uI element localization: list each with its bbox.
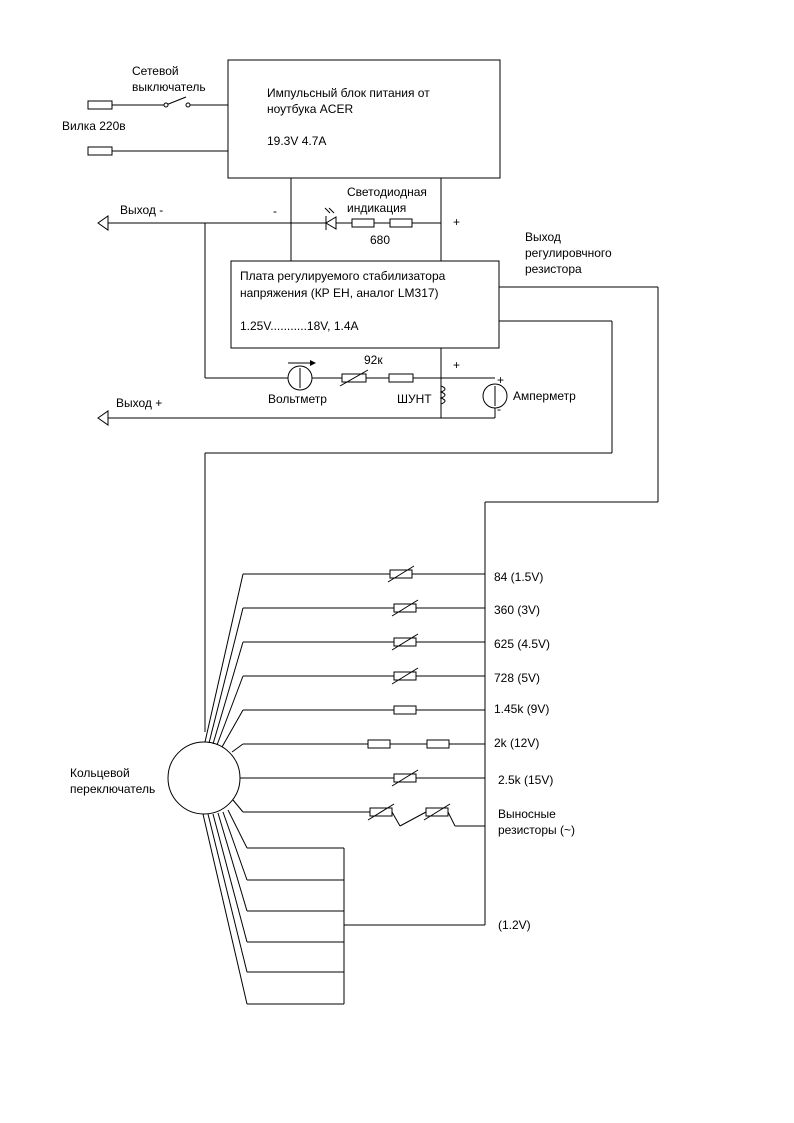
- output-minus-arrow: [97, 215, 109, 231]
- regulator-plus: +: [453, 358, 460, 372]
- psu-title-1: Импульсный блок питания от: [267, 86, 430, 100]
- position-label: 1.45k (9V): [494, 702, 549, 716]
- position-label: Выносные: [498, 807, 556, 821]
- output-plus-label: Выход +: [116, 396, 162, 410]
- regulator-range: 1.25V...........18V, 1.4A: [240, 319, 359, 333]
- ring-switch-label-2: переключатель: [70, 782, 155, 796]
- position-label: 360 (3V): [494, 603, 540, 617]
- regulator-board: [230, 260, 500, 349]
- psu-rating: 19.3V 4.7A: [267, 134, 326, 148]
- shunt-coil-icon: [439, 385, 446, 405]
- adjust-label-3: резистора: [525, 262, 582, 276]
- position-label: 728 (5V): [494, 671, 540, 685]
- position-label: 2k (12V): [494, 736, 539, 750]
- switch-label-1: Сетевой: [132, 64, 179, 78]
- ammeter-minus: -: [497, 402, 501, 416]
- led-resistor-label: 680: [370, 233, 390, 247]
- position-label: резисторы (~): [498, 823, 575, 837]
- regulator-title-2: напряжения (КР ЕН, аналог LM317): [240, 286, 439, 300]
- led-diode-icon: [325, 216, 337, 230]
- ring-switch-icon: [167, 741, 241, 815]
- led-resistor-2: [389, 218, 413, 228]
- adjust-label-1: Выход: [525, 230, 561, 244]
- led-minus: -: [273, 204, 277, 218]
- output-plus-arrow: [97, 410, 109, 426]
- switch-label-2: выключатель: [132, 80, 206, 94]
- plug-label: Вилка 220в: [62, 119, 126, 133]
- regulator-title-1: Плата регулируемого стабилизатора: [240, 269, 446, 283]
- led-label-1: Светодиодная: [347, 185, 427, 199]
- position-label: 2.5k (15V): [498, 773, 553, 787]
- ammeter-plus: +: [497, 373, 504, 387]
- power-supply-block: [227, 59, 501, 179]
- plug-pin-top: [87, 100, 113, 110]
- mains-switch-contact: [165, 96, 187, 106]
- position-label: 625 (4.5V): [494, 637, 550, 651]
- ring-switch-label-1: Кольцевой: [70, 766, 130, 780]
- shunt-label: ШУНТ: [397, 392, 432, 406]
- psu-title-2: ноутбука ACER: [267, 102, 353, 116]
- plug-pin-bottom: [87, 146, 113, 156]
- resistor-92k-label: 92к: [364, 353, 383, 367]
- ammeter-label: Амперметр: [513, 389, 576, 403]
- led-label-2: индикация: [347, 201, 406, 215]
- position-label: 84 (1.5V): [494, 570, 543, 584]
- led-plus: +: [453, 215, 460, 229]
- led-resistor: [351, 218, 375, 228]
- output-minus-label: Выход -: [120, 203, 163, 217]
- voltmeter-label: Вольтметр: [268, 392, 327, 406]
- position-label: (1.2V): [498, 918, 531, 932]
- adjust-label-2: регулировчного: [525, 246, 612, 260]
- resistor-92k-fixed: [388, 373, 414, 383]
